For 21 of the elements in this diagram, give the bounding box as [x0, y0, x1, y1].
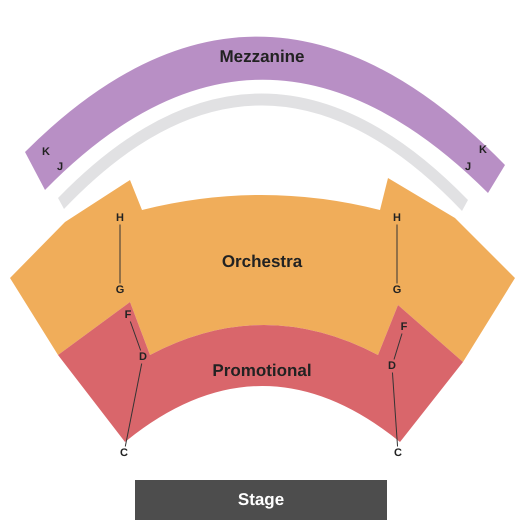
- stage-label: Stage: [238, 490, 284, 510]
- row-label: C: [393, 446, 403, 460]
- row-label: D: [138, 350, 148, 364]
- row-range-line: [130, 321, 142, 351]
- row-label: F: [400, 320, 408, 334]
- row-label: H: [392, 212, 402, 224]
- row-label: K: [478, 144, 488, 156]
- section-name: Mezzanine: [219, 47, 305, 67]
- row-range-line: [396, 224, 398, 284]
- section-name: Orchestra: [222, 252, 302, 272]
- row-label: G: [392, 284, 402, 296]
- row-label: D: [387, 360, 397, 372]
- row-label: K: [41, 146, 51, 158]
- row-label: F: [124, 308, 132, 322]
- row-label: G: [114, 284, 126, 296]
- row-label: J: [56, 160, 64, 174]
- row-range-line: [394, 333, 402, 360]
- row-label: H: [115, 212, 125, 224]
- section-name: Promotional: [212, 361, 312, 381]
- row-label: C: [119, 446, 129, 460]
- row-label: J: [464, 160, 472, 174]
